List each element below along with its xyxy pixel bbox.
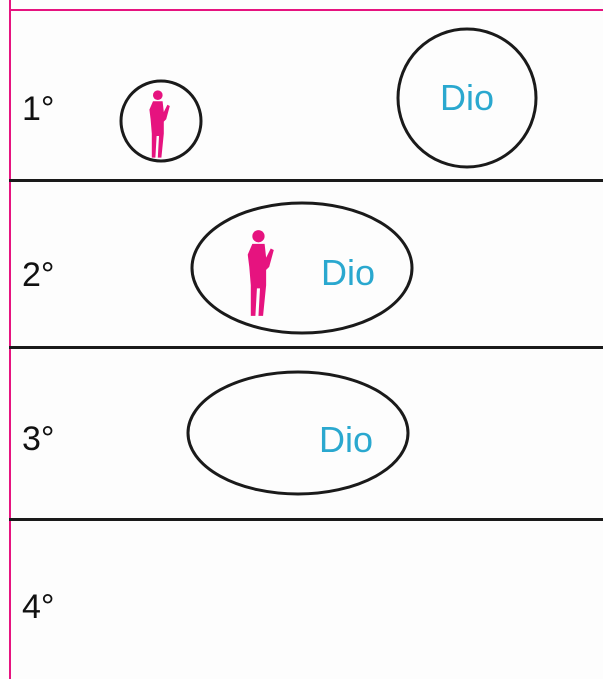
left-border xyxy=(0,0,11,679)
top-border xyxy=(9,9,603,11)
row1-small-circle xyxy=(119,79,203,163)
row-divider-2 xyxy=(9,346,603,349)
row1-dio-label: Dio xyxy=(440,77,494,118)
row3-ellipse xyxy=(186,370,410,496)
row-divider-3 xyxy=(9,518,603,521)
row2-ellipse xyxy=(190,201,414,335)
row-label-1: 1° xyxy=(22,90,55,128)
row-label-2: 2° xyxy=(22,256,55,294)
row2-dio-label: Dio xyxy=(321,252,375,293)
row-label-3: 3° xyxy=(22,420,55,458)
row-label-4: 4° xyxy=(22,588,55,626)
row3-dio-label: Dio xyxy=(319,419,373,460)
row2-person-icon xyxy=(247,230,274,316)
row-divider-1 xyxy=(9,179,603,182)
left-border-line xyxy=(9,0,11,679)
row1-dio-circle xyxy=(396,27,538,169)
row1-person-icon xyxy=(149,90,170,158)
